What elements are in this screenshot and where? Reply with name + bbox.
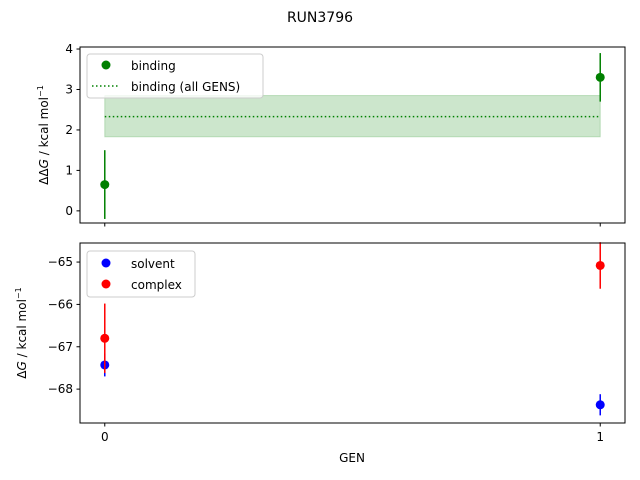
binding-y-ticks: 0 1 2 3 4 — [65, 42, 80, 218]
complex-legend-marker — [101, 279, 111, 289]
binding-axes-frame — [79, 46, 626, 224]
x-tick-label: 0 — [101, 430, 109, 444]
x-axis-label: GEN — [339, 451, 365, 465]
binding-y-tick-label: 3 — [65, 82, 73, 96]
complex-point — [100, 333, 110, 343]
binding-point — [100, 180, 110, 190]
binding-panel: 0 1 2 3 4 ΔΔG / kcal mol−1 binding binding (… — [36, 42, 626, 227]
binding-y-tick-label: 4 — [65, 42, 73, 56]
dg-marks — [100, 242, 605, 416]
complex-legend-label: complex — [131, 278, 182, 292]
solvent-point — [595, 400, 605, 410]
solvent-legend-marker — [101, 258, 111, 268]
x-tick-label: 1 — [596, 430, 604, 444]
dg-y-tick-label: −68 — [48, 382, 73, 396]
dg-axes-frame — [79, 242, 626, 424]
complex-point — [595, 260, 605, 270]
binding-legend-label: binding — [131, 59, 176, 73]
binding-y-tick-label: 1 — [65, 163, 73, 177]
dg-y-tick-label: −65 — [48, 255, 73, 269]
dg-y-ticks: −68 −67 −66 −65 — [48, 255, 80, 396]
binding-all-gens-legend-label: binding (all GENS) — [131, 80, 240, 94]
binding-y-tick-label: 2 — [65, 123, 73, 137]
binding-legend: binding binding (all GENS) — [86, 53, 264, 99]
dg-legend: solvent complex — [86, 250, 196, 298]
binding-legend-marker — [101, 60, 111, 70]
dg-y-axis-label: ΔG / kcal mol−1 — [14, 287, 29, 378]
binding-point — [595, 72, 605, 82]
chart-title: RUN3796 — [287, 10, 353, 26]
dg-y-tick-label: −66 — [48, 297, 73, 311]
binding-marks — [100, 53, 605, 219]
solvent-legend-label: solvent — [131, 257, 175, 271]
binding-y-tick-label: 0 — [65, 204, 73, 218]
binding-legend-box — [86, 53, 264, 99]
binding-x-ticks — [104, 223, 601, 227]
binding-y-axis-label: ΔΔG / kcal mol−1 — [36, 85, 51, 185]
dg-y-tick-label: −67 — [48, 340, 73, 354]
dg-legend-box — [86, 250, 196, 298]
